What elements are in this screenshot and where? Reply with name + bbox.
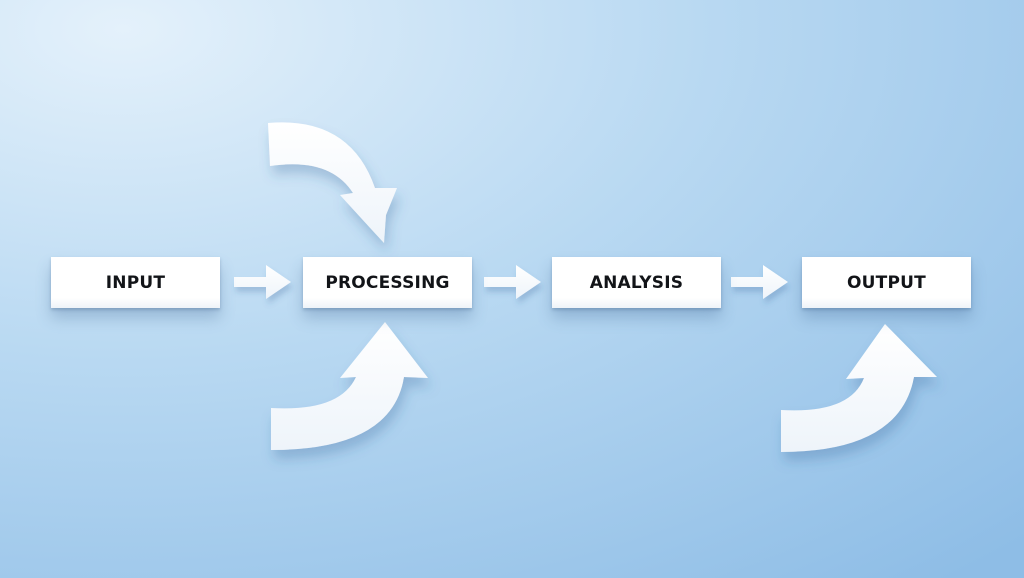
stage-label-processing: PROCESSING xyxy=(325,272,450,293)
stage-box-input: INPUT xyxy=(51,257,220,308)
stage-box-analysis: ANALYSIS xyxy=(552,257,721,308)
stage-label-input: INPUT xyxy=(105,272,166,293)
stage-label-output: OUTPUT xyxy=(847,272,926,293)
stage-box-output: OUTPUT xyxy=(802,257,971,308)
stage-box-processing: PROCESSING xyxy=(303,257,472,308)
stage-label-analysis: ANALYSIS xyxy=(589,272,684,293)
